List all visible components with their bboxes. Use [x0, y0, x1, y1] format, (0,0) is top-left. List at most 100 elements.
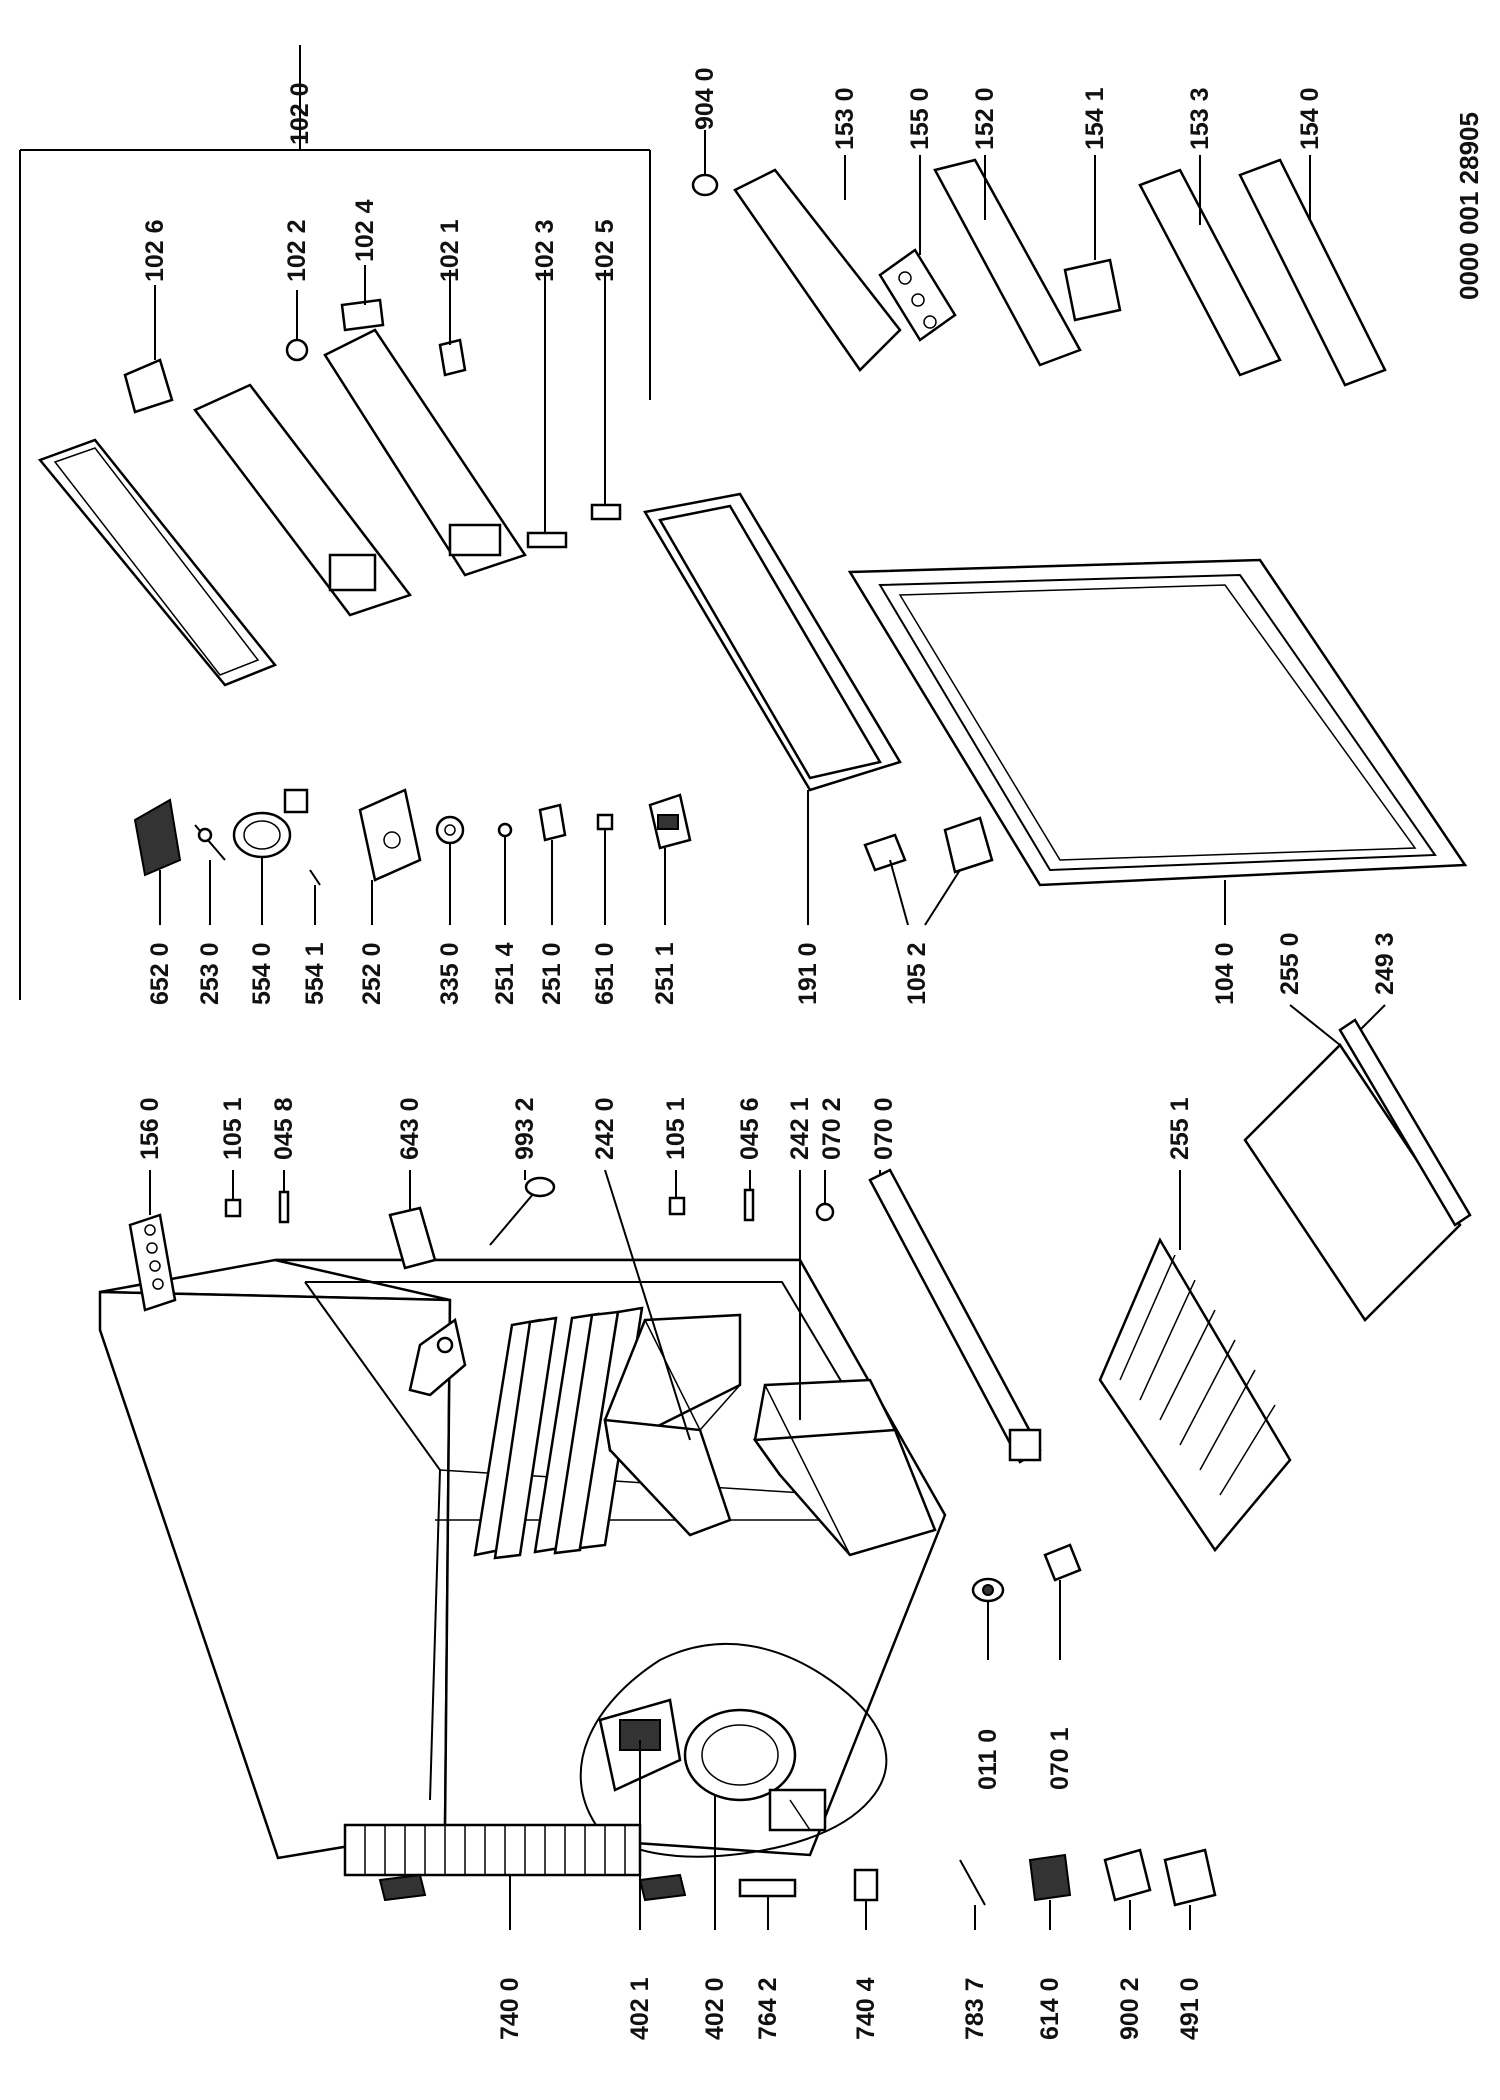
callout-740-0: 740 0 — [496, 1977, 524, 2040]
part-652-0 — [133, 798, 182, 877]
crisper-drawer-upper — [603, 1313, 742, 1537]
ice-tray-part — [128, 1213, 177, 1312]
callout-249-3: 249 3 — [1371, 932, 1399, 995]
part-740-4 — [853, 1868, 879, 1902]
part-614-0 — [1028, 1853, 1072, 1902]
callout-102-3: 102 3 — [531, 219, 559, 282]
hinge-bar-part — [868, 1168, 1042, 1464]
sensor-probe-part — [489, 1176, 556, 1246]
callout-652-0: 652 0 — [146, 942, 174, 1005]
compressor-area — [579, 1642, 888, 1858]
door-shelf-153-3 — [1138, 168, 1282, 377]
part-783-7 — [959, 1859, 986, 1906]
part-154-1 — [1063, 258, 1122, 322]
freezer-gasket-part — [37, 438, 278, 687]
crisper-drawer-lower — [752, 1378, 937, 1557]
switch-part-251-1 — [648, 793, 692, 850]
callout-153-3: 153 3 — [1186, 87, 1214, 150]
callout-105-1-a: 105 1 — [219, 1097, 247, 1160]
part-102-4 — [340, 298, 385, 332]
callout-242-1: 242 1 — [786, 1097, 814, 1160]
callout-105-2: 105 2 — [903, 942, 931, 1005]
lamp-cover-part — [232, 788, 309, 859]
glass-shelf-255-1 — [1098, 1237, 1292, 1553]
part-764-2 — [738, 1878, 797, 1898]
callout-643-0: 643 0 — [396, 1097, 424, 1160]
door-shelf-152-0 — [933, 158, 1082, 367]
glass-plate-255-0 — [1243, 1043, 1462, 1322]
callout-491-0: 491 0 — [1176, 1977, 1204, 2040]
callout-102-6: 102 6 — [141, 219, 169, 282]
thermostat-housing-in-cabinet — [408, 1317, 467, 1397]
callout-335-0: 335 0 — [436, 942, 464, 1005]
rubber-foot-part — [971, 1577, 1005, 1603]
callout-651-0: 651 0 — [591, 942, 619, 1005]
knob-part-335 — [435, 815, 465, 845]
callout-614-0: 614 0 — [1036, 1977, 1064, 2040]
shelf-trim-249-3 — [1338, 1018, 1472, 1227]
callout-102-2: 102 2 — [283, 219, 311, 282]
callout-253-0: 253 0 — [196, 942, 224, 1005]
part-904-0 — [691, 173, 719, 197]
callout-102-1: 102 1 — [436, 219, 464, 282]
callout-154-0: 154 0 — [1296, 87, 1324, 150]
callout-783-7: 783 7 — [961, 1977, 989, 2040]
callout-242-0: 242 0 — [591, 1097, 619, 1160]
part-253-0 — [194, 824, 226, 861]
callout-554-0: 554 0 — [248, 942, 276, 1005]
callout-152-0: 152 0 — [971, 87, 999, 150]
part-102-1 — [438, 338, 467, 377]
callout-156-0: 156 0 — [136, 1097, 164, 1160]
callout-251-0: 251 0 — [538, 942, 566, 1005]
door-104-0 — [847, 558, 1468, 887]
callout-102-5: 102 5 — [591, 219, 619, 282]
callout-105-1-b: 105 1 — [662, 1097, 690, 1160]
part-251-4 — [497, 822, 513, 838]
callout-104-0: 104 0 — [1211, 942, 1239, 1005]
freezer-door-part — [323, 328, 527, 577]
callout-155-0: 155 0 — [906, 87, 934, 150]
callout-154-1: 154 1 — [1081, 87, 1109, 150]
door-shelf-153-0 — [733, 168, 902, 372]
callout-labels: 156 0 105 1 045 8 643 0 993 2 242 0 105 … — [136, 67, 1484, 2040]
door-shelf-154-0 — [1238, 158, 1387, 387]
cabinet-shelf-rails — [473, 1306, 644, 1560]
callout-252-0: 252 0 — [358, 942, 386, 1005]
callout-251-4: 251 4 — [491, 942, 519, 1005]
callout-011-0: 011 0 — [974, 1729, 1002, 1790]
hinge-part-070-2 — [815, 1202, 835, 1222]
part-251-0 — [538, 803, 567, 842]
screw-part-b — [668, 1196, 686, 1216]
part-900-2 — [1103, 1848, 1152, 1902]
callout-554-1: 554 1 — [301, 942, 329, 1005]
callout-251-1: 251 1 — [651, 942, 679, 1005]
freezer-tray-part — [193, 383, 413, 617]
callout-402-0: 402 0 — [701, 1977, 729, 2040]
callout-904-0: 904 0 — [691, 67, 719, 130]
part-102-2 — [285, 338, 309, 362]
callout-900-2: 900 2 — [1116, 1977, 1144, 2040]
callout-102-4: 102 4 — [351, 199, 379, 262]
condenser-coil — [343, 1823, 687, 1902]
part-554-1 — [309, 869, 321, 886]
callout-070-0: 070 0 — [870, 1097, 898, 1160]
part-102-3 — [526, 531, 568, 549]
egg-tray-155-0 — [878, 248, 957, 342]
bracket-part-643 — [388, 1206, 437, 1270]
part-651-0 — [596, 813, 614, 831]
callout-764-2: 764 2 — [754, 1977, 782, 2040]
callout-255-1: 255 1 — [1166, 1097, 1194, 1160]
leader-lines — [19, 45, 1386, 1930]
callout-402-1: 402 1 — [626, 1977, 654, 2040]
pin-part-a — [278, 1190, 290, 1224]
callout-993-2: 993 2 — [511, 1097, 539, 1160]
callout-045-8: 045 8 — [270, 1097, 298, 1160]
callout-045-6: 045 6 — [736, 1097, 764, 1160]
part-491-0 — [1163, 1848, 1217, 1907]
document-number: 0000 001 28905 — [1454, 112, 1484, 300]
pin-part-b — [743, 1188, 755, 1222]
screw-part-a — [224, 1198, 242, 1218]
callout-740-4: 740 4 — [852, 1977, 880, 2040]
callout-070-2: 070 2 — [818, 1097, 846, 1160]
